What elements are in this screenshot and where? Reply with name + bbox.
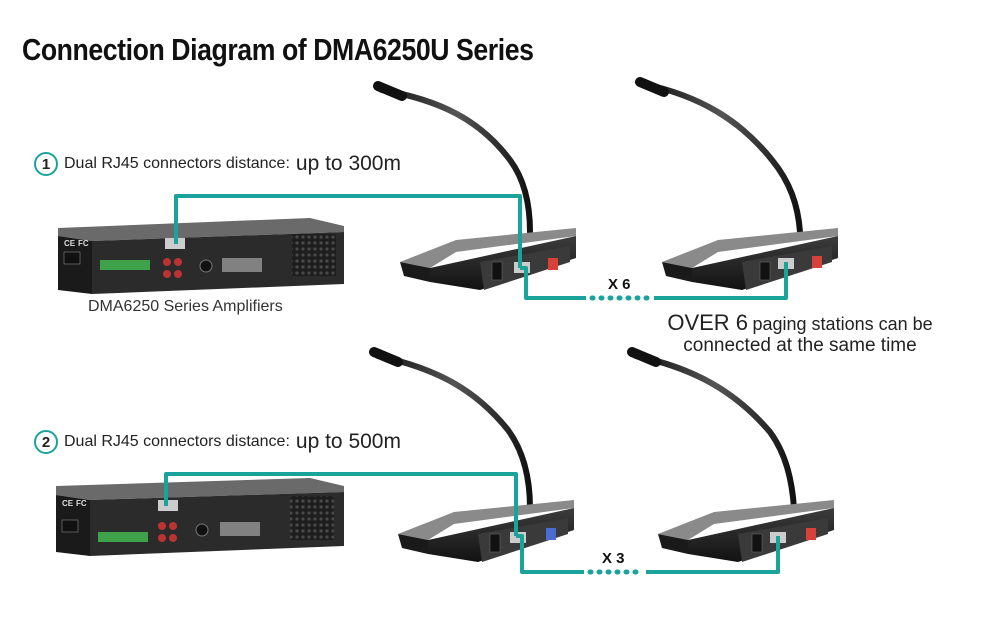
paging-station-2a xyxy=(369,347,574,562)
step-2: 2 Dual RJ45 connectors distance: up to 5… xyxy=(34,430,401,454)
step-1-number: 1 xyxy=(34,152,58,176)
step-1-distance: up to 300m xyxy=(295,152,401,175)
amp1-power-socket xyxy=(63,251,81,265)
svg-text:FC: FC xyxy=(78,239,89,248)
amp2-fan-grille xyxy=(290,496,334,540)
row-1-multiplier: X 6 xyxy=(608,276,631,293)
capacity-note-line1: paging stations can be xyxy=(752,314,933,334)
paging-station-2b xyxy=(627,347,834,562)
paging-station-1b xyxy=(635,77,838,290)
cable-row-1 xyxy=(174,194,788,301)
amp2-terminal-block xyxy=(98,532,148,542)
svg-text:CE: CE xyxy=(64,239,76,248)
amp1-terminal-block xyxy=(100,260,150,270)
svg-text:CE: CE xyxy=(62,499,74,508)
capacity-note-highlight: OVER 6 xyxy=(667,310,749,335)
step-2-distance: up to 500m xyxy=(295,430,401,453)
amp2-power-socket xyxy=(61,519,79,533)
row-2-multiplier: X 3 xyxy=(602,550,625,567)
amp1-fan-grille xyxy=(292,234,336,276)
step-1: 1 Dual RJ45 connectors distance: up to 3… xyxy=(34,152,401,176)
step-2-label: Dual RJ45 connectors distance: xyxy=(64,433,290,450)
step-2-number: 2 xyxy=(34,430,58,454)
capacity-note: OVER 6 paging stations can be connected … xyxy=(630,310,970,357)
paging-station-1a xyxy=(373,81,576,290)
step-1-label: Dual RJ45 connectors distance: xyxy=(64,155,290,172)
diagram-title: Connection Diagram of DMA6250U Series xyxy=(22,32,534,67)
capacity-note-line2: connected at the same time xyxy=(683,335,917,357)
svg-text:FC: FC xyxy=(76,499,87,508)
cable-row-2 xyxy=(164,472,780,575)
amplifier-label: DMA6250 Series Amplifiers xyxy=(88,298,283,315)
